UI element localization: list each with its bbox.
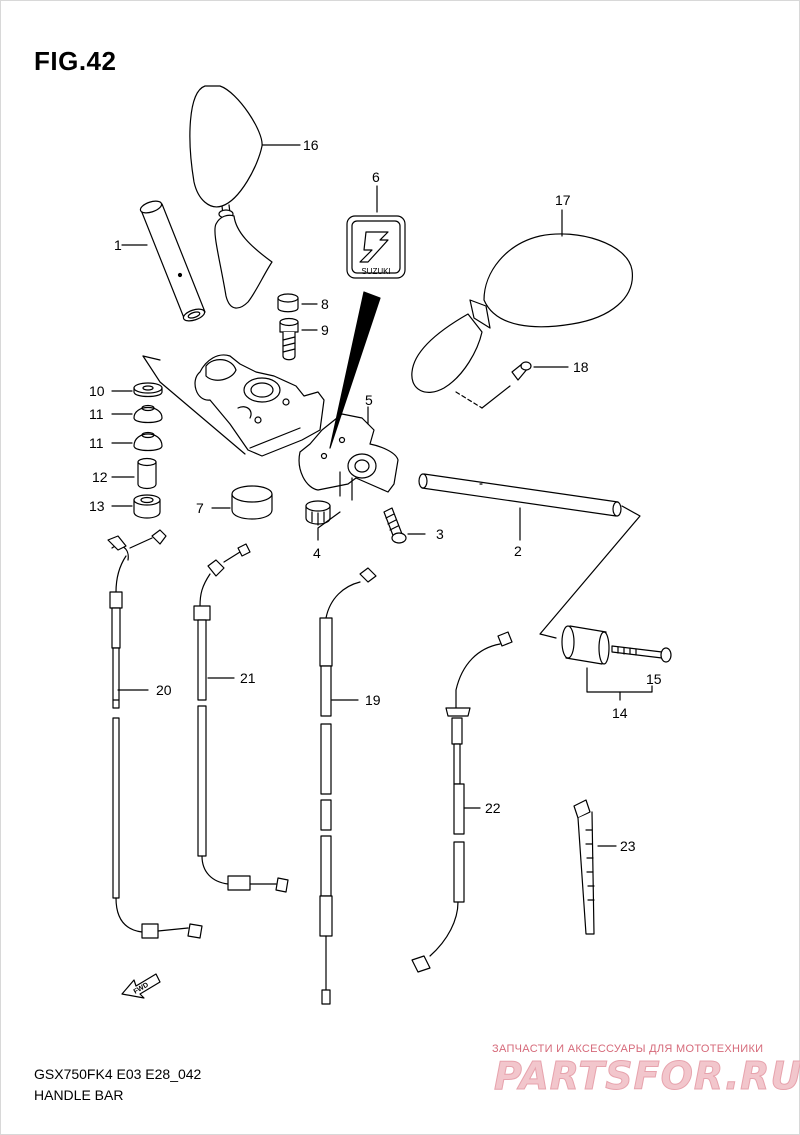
callout-4: 4 [313, 545, 321, 561]
part-13-nut[interactable] [111, 494, 161, 519]
callout-18: 18 [573, 359, 589, 375]
part-23-cable-tie[interactable] [573, 799, 617, 935]
callout-5: 5 [365, 392, 373, 408]
part-11-cushion-lower[interactable] [111, 431, 163, 452]
figure-title: FIG.42 [34, 46, 117, 76]
emblem-label: SUZUKI [361, 267, 390, 276]
part-12-collar[interactable] [111, 457, 157, 490]
watermark-logo: PARTSFOR.RU [493, 1054, 800, 1099]
washer-guide-line [142, 355, 246, 455]
section-name: HANDLE BAR [34, 1087, 124, 1103]
model-code: GSX750FK4 E03 E28_042 [34, 1066, 202, 1082]
part-10-washer[interactable] [111, 382, 163, 398]
part-18-screw[interactable] [511, 361, 569, 381]
part-1-pipe[interactable] [121, 199, 206, 323]
part-20-cable[interactable] [107, 529, 203, 939]
part-9-bolt[interactable] [279, 317, 318, 361]
part-16-left-mirror[interactable] [189, 85, 301, 309]
callout-15: 15 [646, 671, 662, 687]
part-6-emblem[interactable] [346, 185, 406, 279]
callout-13: 13 [89, 498, 105, 514]
callout-16: 16 [303, 137, 319, 153]
part-21-cable[interactable] [193, 543, 289, 893]
callout-11b: 11 [89, 435, 104, 451]
callout-3: 3 [436, 526, 444, 542]
callout-7: 7 [196, 500, 204, 516]
part-11-cushion-upper[interactable] [111, 404, 163, 424]
callout-10: 10 [89, 383, 105, 399]
callout-11a: 11 [89, 406, 104, 422]
part-17-right-mirror[interactable] [411, 209, 633, 409]
callout-1: 1 [114, 237, 122, 253]
callout-22: 22 [485, 800, 501, 816]
callout-12: 12 [92, 469, 108, 485]
part-19-cable[interactable] [319, 567, 377, 1005]
part-22-cable[interactable] [411, 631, 513, 973]
callout-23: 23 [620, 838, 636, 854]
callout-6: 6 [372, 169, 380, 185]
callout-19: 19 [365, 692, 381, 708]
part-14-bar-end-weight[interactable] [561, 625, 610, 665]
emblem-position-arrow [329, 291, 381, 449]
part-4-nut[interactable] [305, 500, 341, 541]
callout-2: 2 [514, 543, 522, 559]
part-8-cap[interactable] [277, 293, 318, 313]
callout-14: 14 [612, 705, 628, 721]
part-5-handlebar-holder[interactable] [298, 406, 399, 501]
callout-9: 9 [321, 322, 329, 338]
watermark-tagline: ЗАПЧАСТИ И АКСЕССУАРЫ ДЛЯ МОТОТЕХНИКИ [492, 1043, 764, 1055]
fwd-arrow-icon [121, 973, 161, 999]
part-7-cap[interactable] [211, 485, 273, 520]
part-2-handlebar[interactable] [418, 473, 641, 639]
part-15-bolt[interactable] [586, 645, 672, 701]
callout-8: 8 [321, 296, 329, 312]
callout-21: 21 [240, 670, 256, 686]
callout-20: 20 [156, 682, 172, 698]
callout-17: 17 [555, 192, 571, 208]
left-clamp-assembly [194, 354, 325, 457]
part-3-bolt[interactable] [383, 507, 426, 544]
callout-numbers: 1 2 3 4 5 6 7 8 9 10 11 11 12 13 14 15 1… [89, 137, 662, 854]
